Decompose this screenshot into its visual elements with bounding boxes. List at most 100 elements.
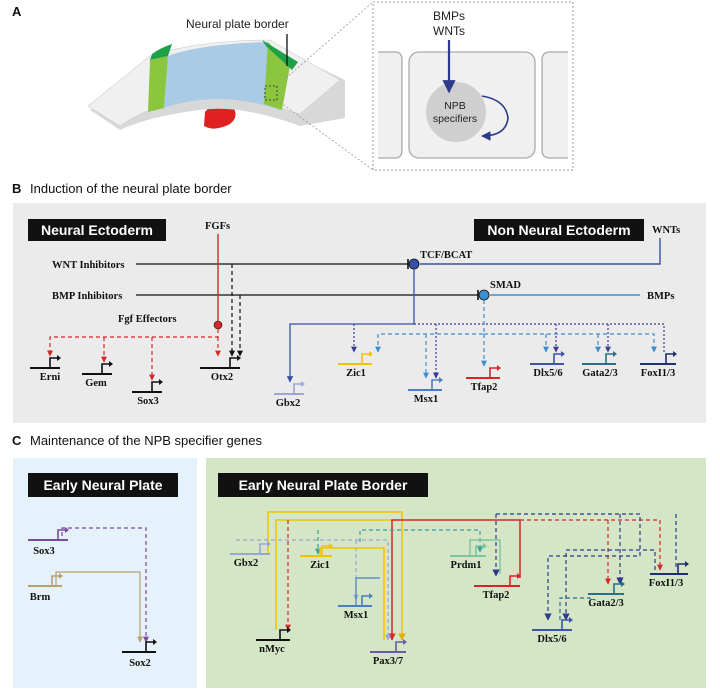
gene-b-sox3-promoter-head: [159, 379, 163, 385]
gene-c-right-zic1-label: Zic1: [310, 560, 330, 571]
gene-c-right-zic1: Zic1: [300, 543, 333, 571]
gene-c-right-gbx2-label: Gbx2: [234, 558, 259, 569]
gene-b-otx2-label: Otx2: [211, 372, 233, 383]
gene-b-dlx56-label: Dlx5/6: [533, 368, 562, 379]
gene-c-right-gata23-promoter-head: [621, 581, 625, 587]
autoregulation-arrow: [481, 95, 509, 141]
early-neural-plate-label: Early Neural Plate: [43, 477, 162, 493]
panel-c-title: Maintenance of the NPB specifier genes: [30, 433, 262, 448]
brm-to-sox2: [55, 571, 143, 643]
gene-c-right-msx1-label: Msx1: [344, 610, 369, 621]
signal-label-2: WNTs: [433, 24, 465, 38]
gene-b-sox3: Sox3: [132, 379, 163, 407]
gene-c-left-sox3-promoter-head: [65, 527, 69, 533]
gene-c-left-brm-promoter-head: [59, 573, 63, 579]
fgf-effectors-label: Fgf Effectors: [118, 314, 177, 325]
gene-b-erni-promoter: [49, 357, 57, 368]
gene-c-right-gbx2-promoter: [259, 543, 267, 554]
wnt-signal-line: [420, 238, 661, 265]
gene-c-right-msx1: Msx1: [338, 593, 373, 621]
fgf-effector-node: [213, 320, 223, 330]
gene-b-msx1-label: Msx1: [414, 394, 439, 405]
gene-c-right-pax37: Pax3/7: [370, 639, 407, 667]
smad-to-zic1: [375, 300, 485, 353]
gene-c-right-dlx56-label: Dlx5/6: [537, 634, 566, 645]
gene-c-right-msx1-promoter-head: [369, 593, 373, 599]
gene-c-left-brm-promoter: [51, 575, 59, 586]
gene-c-right-prdm1: Prdm1: [450, 543, 487, 571]
gene-b-zic1-promoter-head: [369, 351, 373, 357]
tcf-bcat-node: [408, 258, 420, 270]
gene-b-sox3-label: Sox3: [137, 396, 159, 407]
gene-b-foxi13-label: FoxI1/3: [641, 368, 675, 379]
early-npb-label: Early Neural Plate Border: [239, 477, 408, 493]
border-left-dark: [150, 44, 172, 60]
gene-c-right-foxi13: FoxI1/3: [649, 561, 689, 589]
gene-b-gata23-promoter-head: [613, 351, 617, 357]
gbx2-to-pax37: [236, 539, 391, 641]
msx1-stub: [355, 577, 380, 606]
gene-c-right-gata23: Gata2/3: [588, 581, 625, 609]
gene-b-erni: Erni: [30, 355, 61, 383]
gene-b-dlx56-promoter-head: [561, 351, 565, 357]
gene-c-right-pax37-promoter-head: [403, 639, 407, 645]
gene-c-left-brm: Brm: [28, 573, 63, 603]
zoom-box: [264, 85, 278, 101]
foxi-to-dlx: [562, 549, 656, 621]
gene-c-right-prdm1-label: Prdm1: [451, 560, 482, 571]
gene-b-foxi13-promoter: [665, 353, 673, 364]
gene-c-right-dlx56-promoter-head: [569, 617, 573, 623]
panel-b-letter: B: [12, 181, 21, 196]
panel-c: C Maintenance of the NPB specifier genes…: [12, 433, 706, 688]
neural-ectoderm-label: Neural Ectoderm: [41, 222, 153, 238]
panel-b: B Induction of the neural plate border N…: [12, 181, 706, 423]
cell-zoom: NPB specifiers BMPs WNTs: [372, 1, 574, 171]
gene-c-right-prdm1-promoter: [475, 545, 483, 556]
gene-b-foxi13: FoxI1/3: [640, 351, 677, 379]
gene-b-gbx2: Gbx2: [274, 381, 305, 409]
smad-to-foxi: [484, 333, 657, 353]
gene-c-right-zic1-promoter-head: [329, 543, 333, 549]
nucleus: [426, 82, 486, 142]
gene-c-right-gata23-label: Gata2/3: [588, 598, 624, 609]
gene-c-right-nmyc-promoter-head: [287, 627, 291, 633]
gene-c-left-sox2-promoter-head: [153, 639, 157, 645]
gene-c-right-dlx56-promoter: [561, 619, 569, 630]
fgf-to-erni: [47, 329, 219, 357]
gbx2-to-pax37-a: [267, 511, 406, 641]
gene-c-right-tfap2-promoter: [509, 575, 517, 586]
non-neural-ectoderm-box: [474, 219, 644, 241]
non-neural-ectoderm-label: Non Neural Ectoderm: [487, 222, 630, 238]
gene-c-left-sox2-label: Sox2: [129, 658, 151, 669]
neural-tube-shape: [204, 104, 236, 129]
gene-b-gata23: Gata2/3: [582, 351, 618, 379]
gene-b-gem: Gem: [82, 361, 113, 389]
panel-a: A Neural plate border: [12, 1, 574, 171]
bmp-inhibitors-label: BMP Inhibitors: [52, 291, 122, 302]
gene-c-right-nmyc-promoter: [279, 629, 287, 640]
wnt-inhibitors-label: WNT Inhibitors: [52, 260, 124, 271]
tfap2-to-foxi: [520, 519, 663, 571]
gene-b-tfap2-promoter: [489, 367, 497, 378]
gene-b-gbx2-promoter: [293, 383, 301, 394]
gene-c-right-foxi13-promoter: [677, 563, 685, 574]
zic1-to-nmyc: [275, 519, 398, 630]
gene-c-right-nmyc: nMyc: [256, 627, 291, 655]
gene-b-msx1-promoter-head: [439, 377, 443, 383]
tcf-to-gbx2: [286, 269, 415, 383]
gene-b-gata23-label: Gata2/3: [582, 368, 618, 379]
early-neural-plate-box: [28, 473, 178, 497]
zoom-line-top: [276, 1, 374, 87]
gata-to-dlx: [559, 597, 591, 620]
gene-b-tfap2-label: Tfap2: [471, 382, 498, 393]
gene-b-sox3-promoter: [151, 381, 159, 392]
early-npb-box: [218, 473, 428, 497]
gene-b-otx2-promoter-head: [237, 355, 241, 361]
gene-c-right-pax37-label: Pax3/7: [373, 656, 403, 667]
gene-c-right-zic1-promoter: [321, 545, 329, 556]
gene-b-gem-promoter-head: [109, 361, 113, 367]
gene-b-msx1: Msx1: [408, 377, 443, 405]
gene-b-dlx56: Dlx5/6: [530, 351, 565, 379]
cell-left: [378, 51, 403, 159]
